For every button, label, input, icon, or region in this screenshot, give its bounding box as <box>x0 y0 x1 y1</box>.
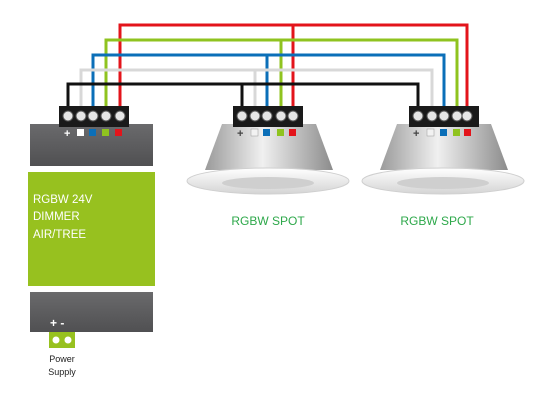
marker-green <box>102 129 109 136</box>
spot-1-housing <box>205 124 333 170</box>
power-label-line1: Power <box>49 354 75 364</box>
dimmer-power-terminal-marks: + - <box>50 316 64 330</box>
rgbw-spot-2: + RGBW SPOT <box>361 106 525 228</box>
dimmer-body <box>28 172 155 286</box>
dimmer-label-line1: RGBW 24V <box>33 194 93 206</box>
spot-1-label: RGBW SPOT <box>231 214 305 228</box>
spot-2-plus-mark: + <box>413 128 419 140</box>
spot-1-terminal-block <box>233 106 303 127</box>
dimmer-label-line3: AIR/TREE <box>33 229 86 241</box>
spot-2-housing <box>380 124 508 170</box>
dimmer-color-markers: + <box>64 128 122 140</box>
rgbw-spot-1: + RGBW SPOT <box>186 106 350 228</box>
dimmer-plus-mark: + <box>64 128 70 140</box>
dimmer-terminal-block <box>59 106 129 127</box>
wiring <box>66 23 469 115</box>
power-connector <box>49 332 75 348</box>
power-pin-minus <box>64 336 72 344</box>
spot-2-label: RGBW SPOT <box>400 214 474 228</box>
dimmer-unit: + RGBW 24V DIMMER AIR/TREE + - <box>28 106 155 332</box>
power-supply: Power Supply <box>48 332 76 377</box>
power-pin-plus <box>52 336 60 344</box>
power-label-line2: Supply <box>48 367 76 377</box>
spot-2-lens <box>397 177 489 189</box>
dimmer-label-line2: DIMMER <box>33 211 80 223</box>
spot-1-color-markers: + <box>237 128 296 140</box>
marker-red <box>115 129 122 136</box>
marker-blue <box>89 129 96 136</box>
dimmer-bottom-case <box>30 292 153 332</box>
spot-2-color-markers: + <box>413 128 471 140</box>
marker-white <box>77 129 84 136</box>
spot-1-plus-mark: + <box>237 128 243 140</box>
spot-1-lens <box>222 177 314 189</box>
spot-2-terminal-block <box>409 106 479 127</box>
